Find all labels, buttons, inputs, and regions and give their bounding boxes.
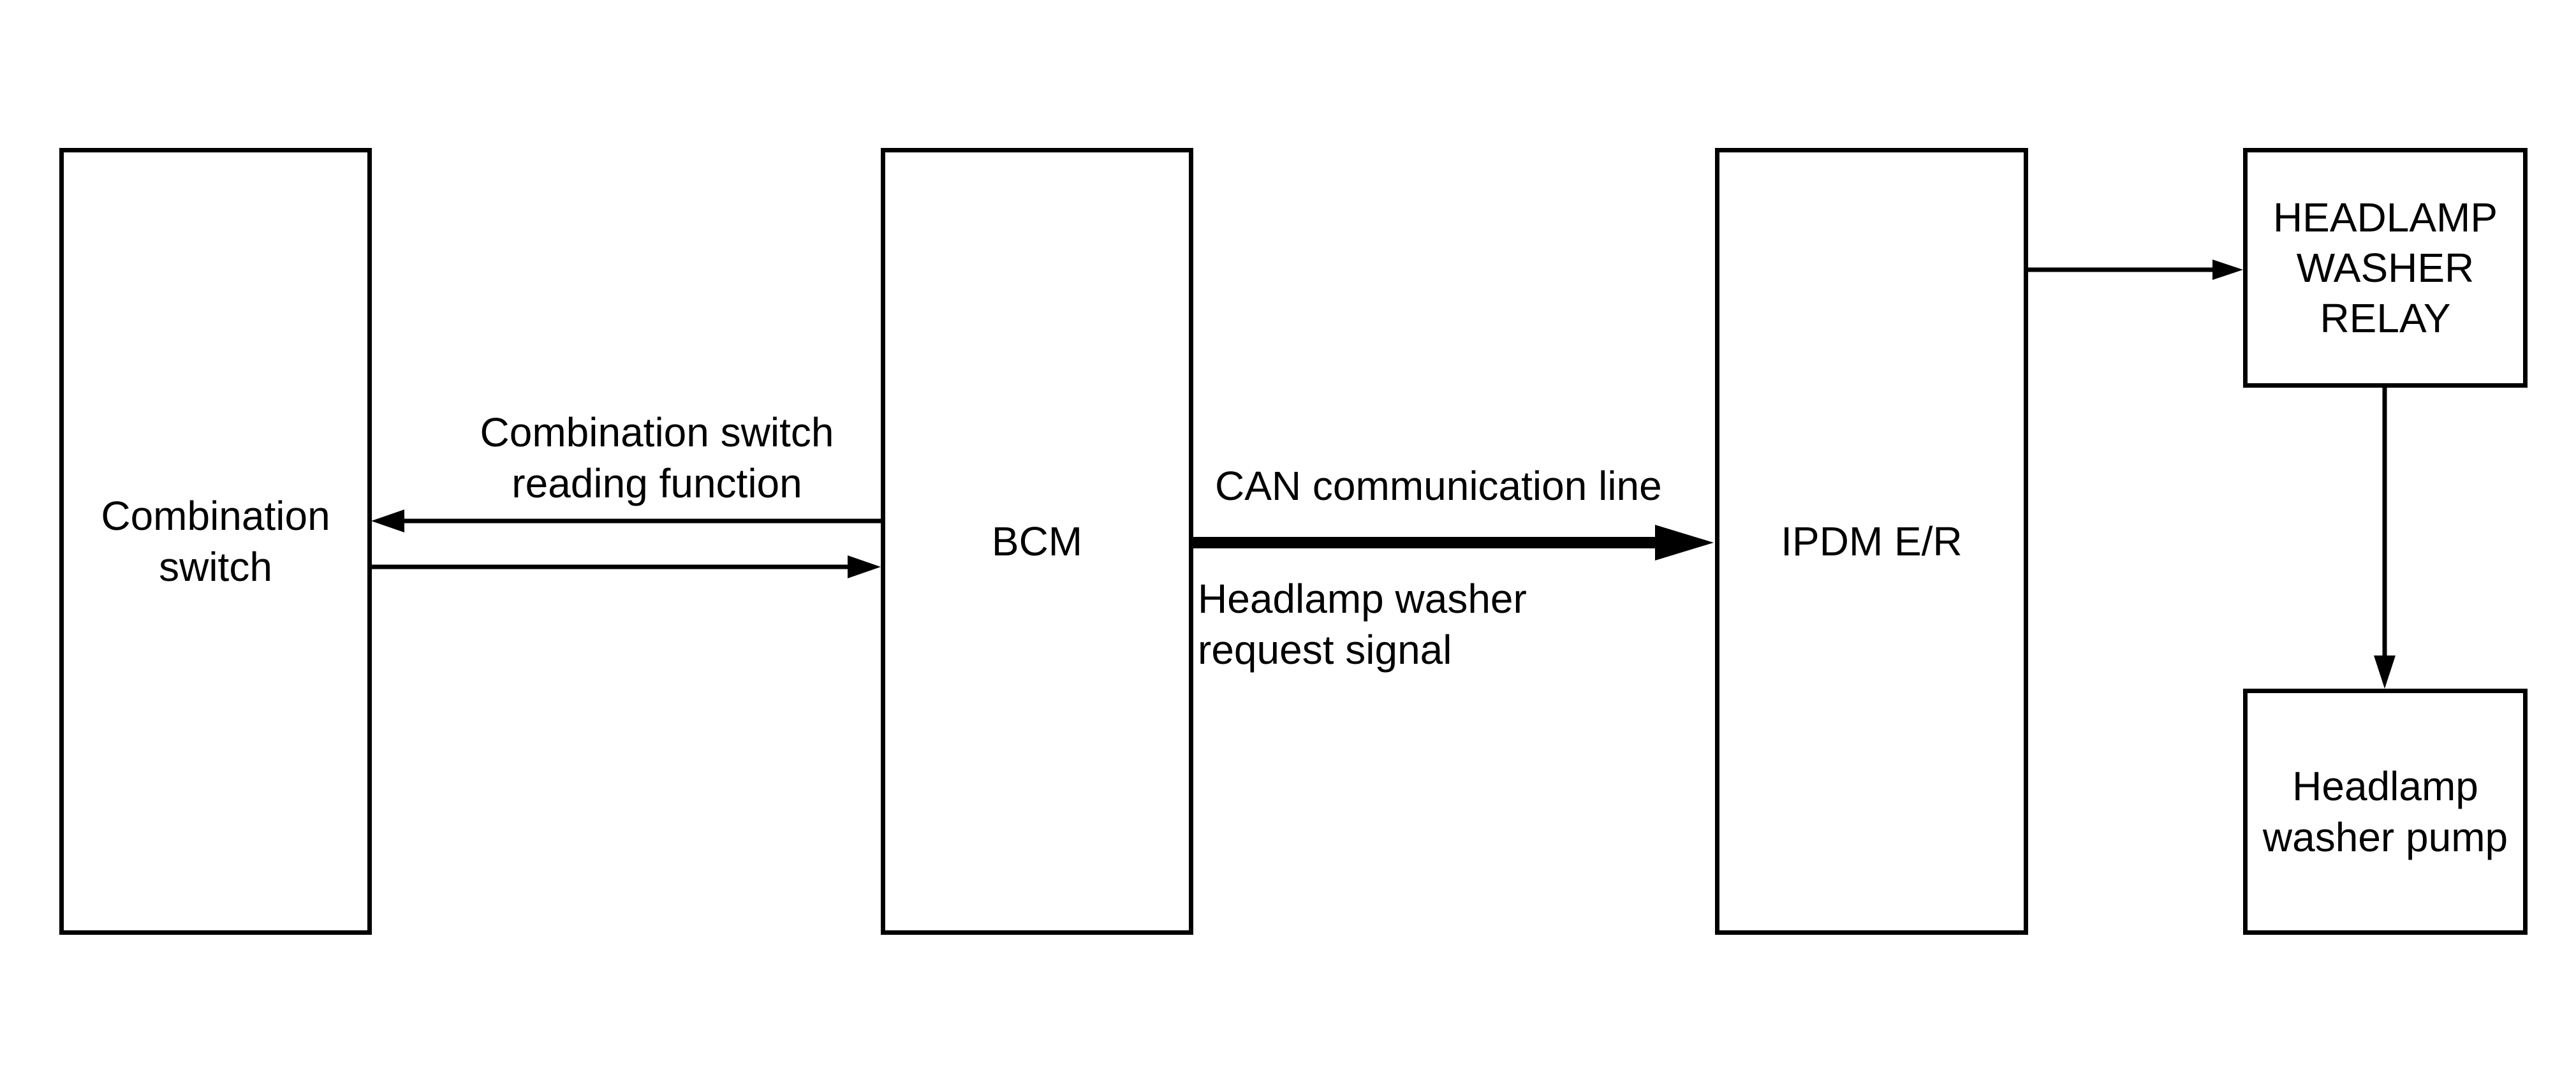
headlamp-washer-relay-label-line3: RELAY: [2320, 295, 2451, 341]
ipdm-er-label: IPDM E/R: [1781, 518, 1962, 564]
headlamp-washer-request-signal-label-line2: request signal: [1198, 627, 1452, 673]
combination-switch-label-line1: Combination: [101, 493, 330, 539]
headlamp-washer-relay-label-line1: HEADLAMP: [2272, 194, 2498, 240]
arrow-relay-to-pump: [2374, 387, 2396, 689]
ipdm-er-box: IPDM E/R: [1715, 148, 2028, 935]
arrow-combination-switch-to-bcm: [371, 555, 881, 578]
arrow-bcm-to-combination-switch: [371, 509, 881, 532]
reading-function-label-line1: Combination switch: [480, 409, 834, 455]
headlamp-washer-relay-box: HEADLAMP WASHER RELAY: [2243, 148, 2528, 388]
headlamp-washer-relay-label-line2: WASHER: [2296, 244, 2475, 291]
bcm-label: BCM: [991, 518, 1083, 564]
reading-function-label: Combination switch reading function: [402, 407, 912, 509]
combination-switch-label-line2: switch: [159, 544, 272, 590]
headlamp-washer-pump-box: Headlamp washer pump: [2243, 689, 2528, 935]
headlamp-washer-request-signal-label-line1: Headlamp washer: [1198, 576, 1527, 622]
combination-switch-box: Combination switch: [59, 148, 372, 935]
reading-function-label-line2: reading function: [512, 460, 802, 506]
can-communication-line-label: CAN communication line: [1215, 460, 1662, 511]
can-communication-line-label-line1: CAN communication line: [1215, 463, 1662, 509]
headlamp-washer-pump-label-line2: washer pump: [2262, 814, 2508, 860]
headlamp-washer-pump-label-line1: Headlamp: [2292, 763, 2478, 809]
arrow-bcm-to-ipdm-can: [1193, 525, 1714, 560]
headlamp-washer-request-signal-label: Headlamp washer request signal: [1198, 573, 1527, 675]
arrow-ipdm-to-relay: [2028, 260, 2243, 280]
bcm-box: BCM: [881, 148, 1193, 935]
